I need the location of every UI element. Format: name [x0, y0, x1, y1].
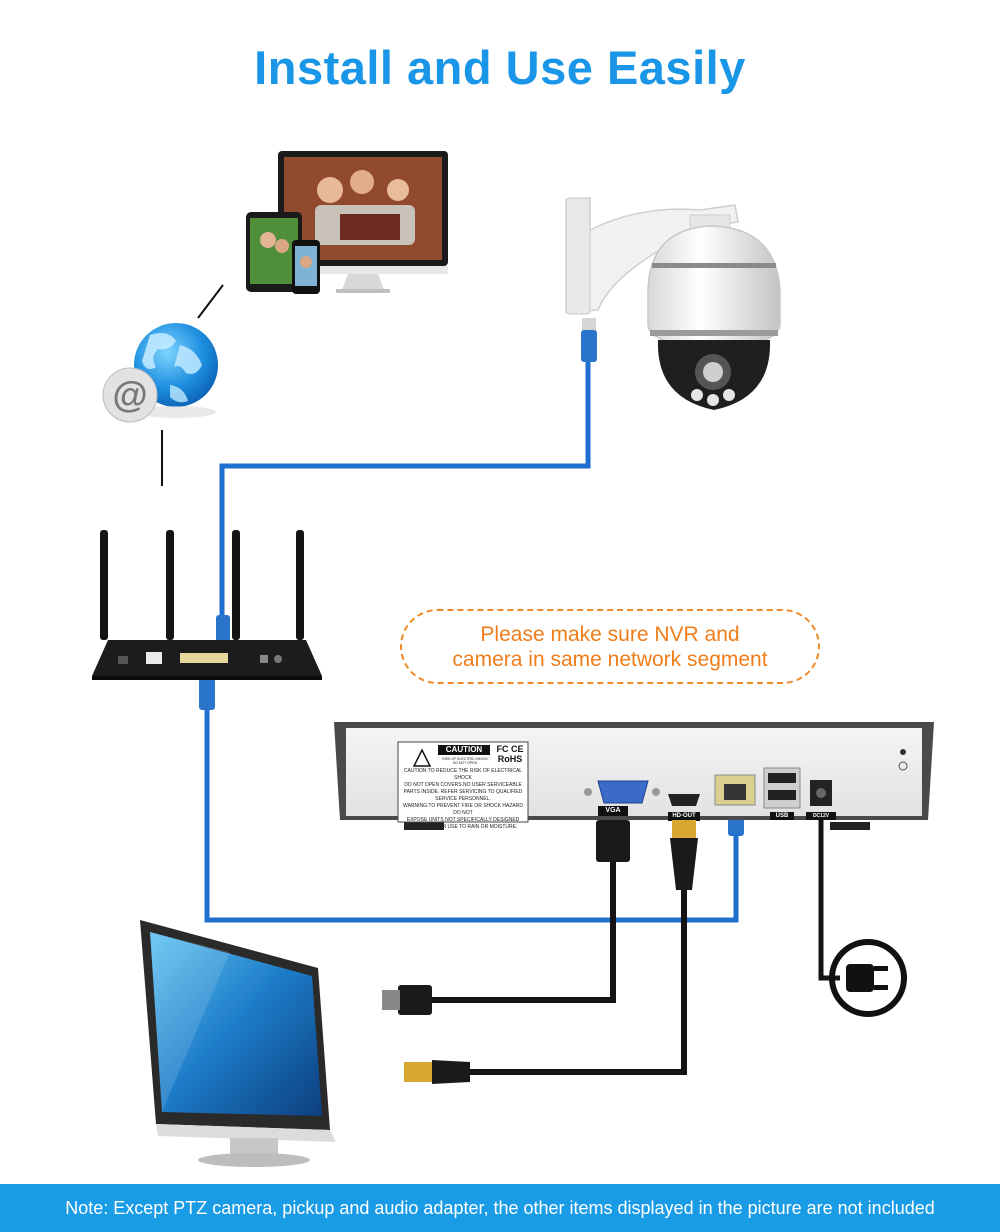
footer-note-text: Note: Except PTZ camera, pickup and audi…: [65, 1197, 935, 1218]
caution-subtext: RISK OF ELECTRIC SHOCK DO NOT OPEN: [436, 757, 494, 765]
svg-text:@: @: [112, 374, 147, 415]
ethernet-cables: [204, 360, 739, 923]
note-line-2: camera in same network segment: [452, 647, 768, 671]
network-segment-note: Please make sure NVR and camera in same …: [400, 609, 820, 684]
caution-sub2: DO NOT OPEN: [452, 761, 478, 765]
caution-line: PARTS INSIDE. REFER SERVICING TO QUALIFI…: [403, 789, 523, 795]
camera-lan-cable: [219, 360, 591, 615]
caution-line: CAUTION:TO REDUCE THE RISK OF ELECTRICAL…: [403, 768, 523, 781]
power-plug-icon: [829, 939, 907, 1017]
fc-ce-mark: FC CE: [496, 744, 524, 754]
dc-port-label: DC12V: [812, 813, 830, 819]
caution-line: WARNING:TO PREVENT FIRE OR SHOCK HAZARD …: [403, 803, 523, 816]
ptz-camera: [565, 197, 781, 410]
footer-note-bar: Note: Except PTZ camera, pickup and audi…: [0, 1184, 1000, 1232]
hdmi-port-label: HD-OUT: [672, 813, 696, 819]
usb-port-label: USB: [775, 813, 789, 819]
internet-globe-icon: @: [102, 323, 218, 423]
connector-line: [197, 284, 224, 319]
wifi-router: [92, 530, 322, 680]
note-line-1: Please make sure NVR and: [480, 622, 740, 646]
caution-line: DO NOT OPEN COVERS.NO USER SERVICEABLE: [404, 782, 522, 788]
nvr-recorder: [334, 722, 934, 830]
vga-port-label: VGA: [605, 807, 621, 814]
display-monitor: [140, 920, 336, 1167]
video-cables: [382, 820, 840, 1084]
certification-marks: FC CE RoHS: [494, 744, 526, 764]
client-devices: [246, 151, 448, 294]
caution-sub1: RISK OF ELECTRIC SHOCK: [442, 757, 488, 761]
caution-line: EXPOSE UNITS NOT SPECIFICALLY DESIGNED: [406, 817, 520, 823]
caution-heading: CAUTION: [445, 745, 483, 754]
caution-label-text: CAUTION:TO REDUCE THE RISK OF ELECTRICAL…: [400, 768, 526, 831]
rohs-mark: RoHS: [497, 754, 523, 764]
caution-line: FOR OUTDOOR USE TO RAIN OR MOISTURE.: [408, 824, 518, 830]
caution-line: SERVICE PERSONNEL.: [435, 796, 491, 802]
page-title: Install and Use Easily: [254, 41, 746, 94]
nvr-lan-cable: [204, 710, 739, 923]
